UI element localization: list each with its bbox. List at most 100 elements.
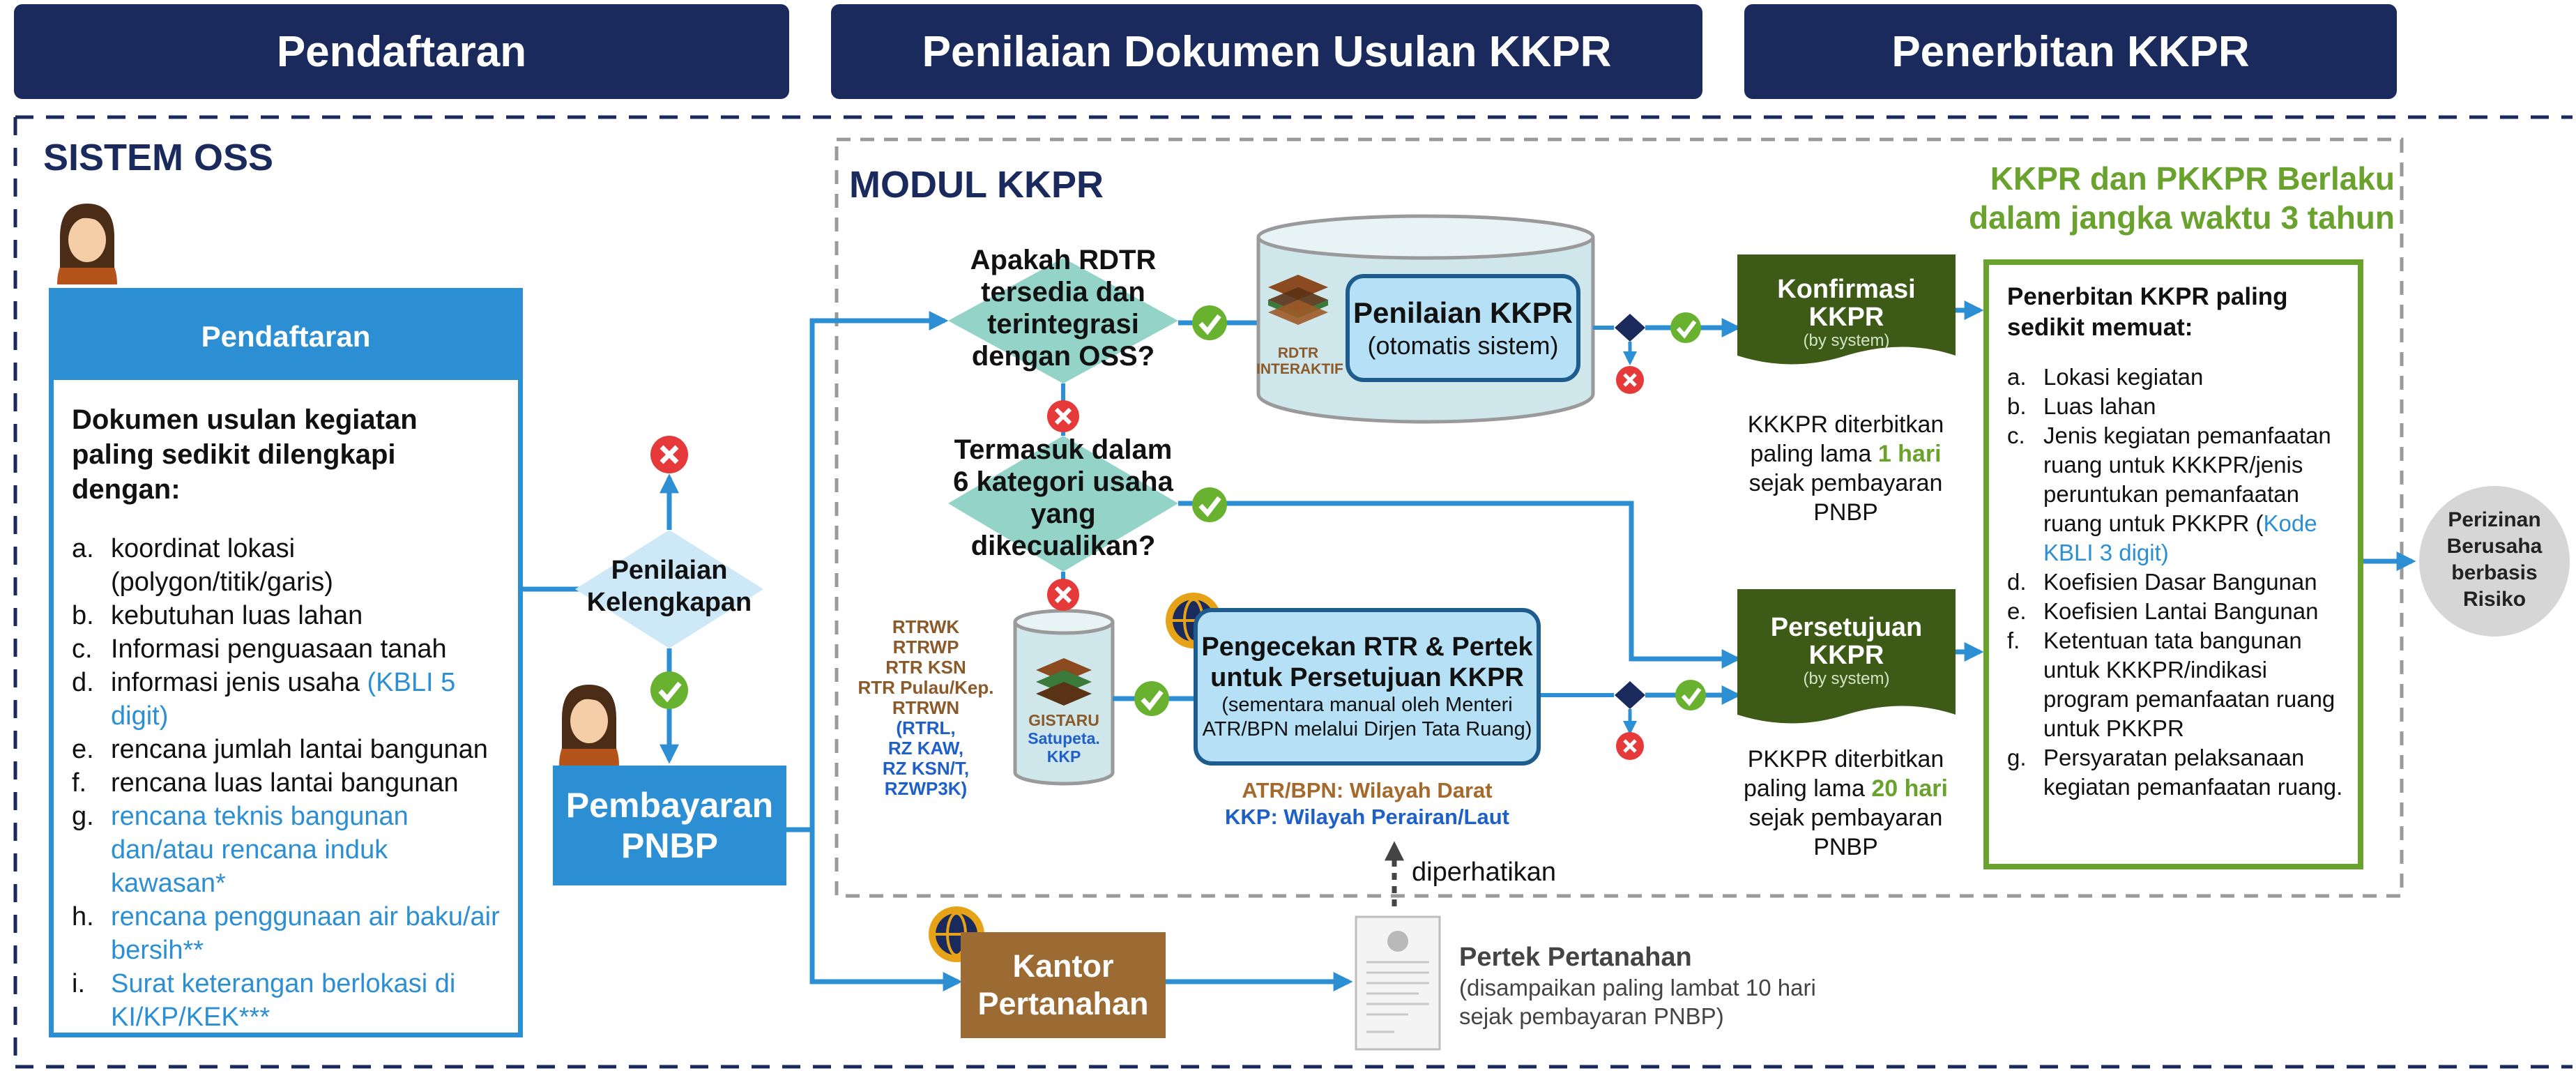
kelengkapan-line-2: Kelengkapan (586, 588, 752, 617)
list-item-text: informasi jenis usaha (111, 668, 367, 697)
pengecekan-sub-1: (sementara manual oleh Menteri (1221, 694, 1513, 716)
penerbitan-intro: Penerbitan KKPR paling sedikit memuat: (2007, 283, 2288, 341)
konfirmasi-note-days: 1 hari (1877, 441, 1942, 467)
reject-icon-gate1 (1616, 366, 1644, 394)
person-avatar-bottom (559, 685, 619, 766)
pendaftaran-intro: Dokumen usulan kegiatan paling sedikit d… (72, 404, 418, 505)
perizinan-line-4: Risiko (2462, 588, 2527, 611)
list-item-body: Ketentuan tata bangunan untuk KKKPR/indi… (2043, 626, 2348, 743)
list-item-body: Persyaratan pelaksanaan kegiatan pemanfa… (2043, 743, 2348, 802)
gate1-diamond (1615, 314, 1645, 342)
list-item-text: kebutuhan luas lahan (111, 601, 363, 630)
list-item: e. Koefisien Lantai Bangunan (2007, 597, 2348, 626)
list-item-key: a. (2007, 364, 2027, 390)
list-item-body: Luas lahan (2043, 392, 2156, 421)
rtr-item: RTRWN (892, 697, 960, 718)
person-avatar-top (57, 204, 117, 284)
map-layers-icon-rdtr (1268, 275, 1328, 325)
decision2-label: Termasuk dalam 6 kategori usaha yang dik… (948, 434, 1178, 562)
decision1-line-1: Apakah RDTR (970, 245, 1157, 275)
rtr-item-blue: (RTRL, (896, 717, 956, 738)
list-item-key: b. (72, 601, 94, 630)
list-item-body: Koefisien Dasar Bangunan (2043, 568, 2317, 597)
kantor-line-2: Pertanahan (977, 986, 1149, 1021)
list-item-text: Informasi penguasaan tanah (111, 634, 447, 664)
pengecekan-sub-2: ATR/BPN melalui Dirjen Tata Ruang) (1202, 718, 1532, 740)
decision2-diamond (948, 436, 1178, 572)
list-item: d.informasi jenis usaha (KBLI 5 digit) (72, 666, 501, 733)
list-item-body: rencana teknis bangunan dan/atau rencana… (111, 800, 501, 900)
header-pendaftaran: Pendaftaran (14, 4, 789, 99)
list-item-body: Lokasi kegiatan (2043, 363, 2203, 392)
persetujuan-note-days: 20 hari (1871, 775, 1948, 802)
list-item-text: Persyaratan pelaksanaan kegiatan pemanfa… (2043, 745, 2343, 800)
list-item-key: h. (72, 902, 94, 931)
list-item-body: rencana penggunaan air baku/air bersih** (111, 900, 501, 967)
modul-frame (834, 137, 2404, 898)
rtr-item-blue: RZWP3K) (884, 778, 968, 799)
konfirmasi-note-l3: sejak pembayaran (1748, 470, 1943, 496)
list-item-key: g. (72, 802, 94, 831)
rtr-item: RTR KSN (885, 657, 966, 678)
list-item-text: koordinat lokasi (polygon/titik/garis) (111, 534, 333, 597)
list-item: b. kebutuhan luas lahan (72, 599, 501, 632)
list-item: h. rencana penggunaan air baku/air bersih… (72, 900, 501, 967)
list-item: c.Jenis kegiatan pemanfaatan ruang untuk… (2007, 421, 2348, 568)
list-item-key: e. (2007, 598, 2027, 624)
penilaian-kkpr-title: Penilaian KKPR (1352, 296, 1573, 329)
persetujuan-note: PKKPR diterbitkan paling lama 20 hari se… (1725, 745, 1966, 862)
rtr-item: RTR Pulau/Kep. (858, 677, 994, 698)
rtr-item: RTRWP (892, 637, 959, 657)
persetujuan-kkpr-label: Persetujuan KKPR (by system) (1737, 614, 1956, 689)
check-icon-d2 (1192, 487, 1227, 522)
list-item-extra: rencana teknis bangunan dan/atau rencana… (111, 802, 409, 898)
map-layers-icon-gistaru (1036, 658, 1092, 706)
list-item-extra: rencana penggunaan air baku/air bersih** (111, 902, 500, 965)
persetujuan-title-1: Persetujuan (1770, 613, 1923, 642)
conn-d2-persetujuan (1178, 501, 1742, 669)
check-icon-gistaru (1134, 681, 1169, 716)
validity-note: KKPR dan PKKPR Berlaku dalam jangka wakt… (1854, 159, 2395, 237)
list-item-body: rencana luas lantai bangunan (111, 766, 459, 800)
kelengkapan-line-1: Penilaian (611, 556, 728, 585)
decision1-line-2: tersedia dan (981, 277, 1145, 307)
wilayah-labels: ATR/BPN: Wilayah Darat KKP: Wilayah Pera… (1194, 777, 1541, 830)
pertek-title: Pertek Pertanahan (1459, 943, 1692, 972)
pengecekan-title-1: Pengecekan RTR & Pertek (1201, 632, 1533, 662)
persetujuan-sub: (by system) (1803, 669, 1890, 688)
list-item-key: f. (72, 768, 87, 798)
persetujuan-note-l4: PNBP (1813, 834, 1878, 860)
list-item-text: rencana jumlah lantai bangunan (111, 735, 488, 764)
perizinan-line-2: Berusaha (2446, 535, 2543, 558)
check-icon-kelengkapan (650, 671, 688, 709)
list-item-key: c. (72, 634, 93, 664)
list-item-text: Koefisien Lantai Bangunan (2043, 598, 2319, 624)
list-item-body: Informasi penguasaan tanah (111, 632, 447, 666)
list-item-body: Koefisien Lantai Bangunan (2043, 597, 2319, 626)
list-item: i.Surat keterangan berlokasi di KI/KP/KE… (72, 967, 501, 1034)
konfirmasi-note-l1: KKKPR diterbitkan (1747, 411, 1944, 438)
kelengkapan-diamond (575, 530, 763, 648)
pengecekan-title-2: untuk Persetujuan KKPR (1210, 663, 1524, 692)
reject-icon-gate2 (1616, 732, 1644, 760)
konfirmasi-note: KKKPR diterbitkan paling lama 1 hari sej… (1725, 410, 1966, 527)
modul-kkpr-title: MODUL KKPR (849, 164, 1104, 206)
list-item-key: a. (72, 534, 94, 563)
list-item-text: Jenis kegiatan pemanfaatan ruang untuk K… (2043, 423, 2331, 536)
list-item-text: Lokasi kegiatan (2043, 364, 2204, 390)
decision1-line-3: terintegrasi (987, 309, 1139, 340)
list-item-key: g. (2007, 745, 2027, 770)
penilaian-kelengkapan-label: Penilaian Kelengkapan (579, 554, 760, 618)
rtr-item-blue: RZ KAW, (887, 738, 964, 759)
kantor-line-1: Kantor (1012, 948, 1114, 984)
penilaian-kkpr-box: Penilaian KKPR (otomatis sistem) (1346, 274, 1580, 382)
pnbp-line-2: PNBP (621, 826, 718, 865)
persetujuan-title-2: KKPR (1808, 641, 1884, 670)
list-item: c. Informasi penguasaan tanah (72, 632, 501, 666)
decision1-diamond (948, 258, 1178, 383)
list-item: g. rencana teknis bangunan dan/atau renca… (72, 800, 501, 900)
list-item: a. koordinat lokasi (polygon/titik/garis) (72, 532, 501, 599)
konfirmasi-note-l2a: paling lama (1750, 441, 1878, 467)
validity-line-1: KKPR dan PKKPR Berlaku (1990, 160, 2395, 197)
sistem-oss-title: SISTEM OSS (43, 137, 274, 178)
